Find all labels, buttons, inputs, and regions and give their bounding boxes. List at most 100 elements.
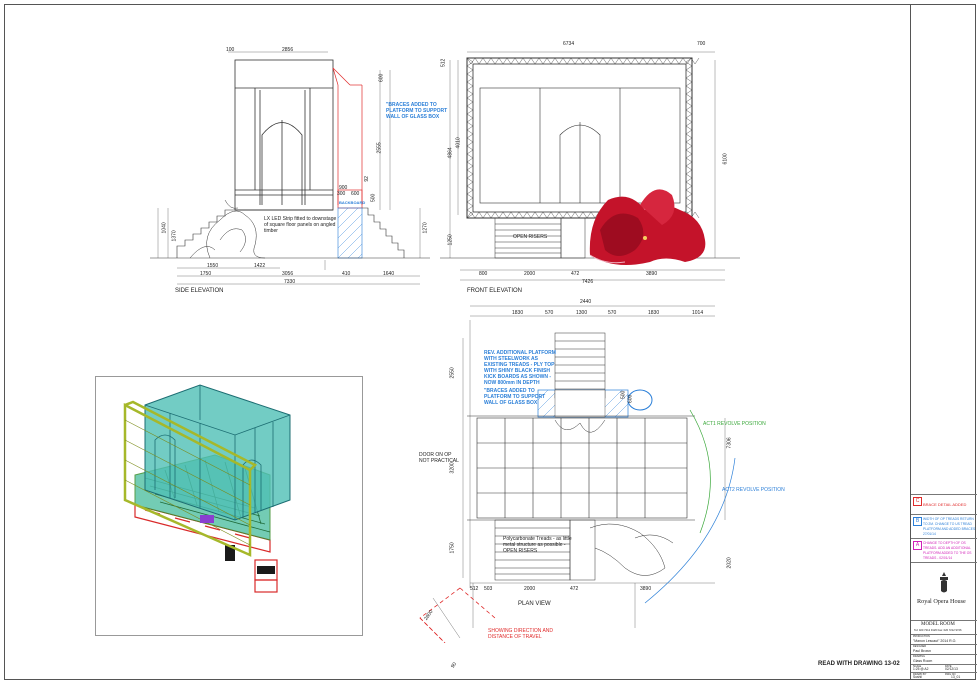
revision-a-text-1: CHANGE TO DEPTH OF OS <box>923 541 966 545</box>
revision-row-a: A CHANGE TO DEPTH OF OS TREADS. ADD AN A… <box>911 538 977 562</box>
footer-read-with-note: READ WITH DRAWING 13-02 <box>818 661 900 667</box>
department-contact: Tel: 020 7212 9126 Fax: 020 7212 9726 <box>914 629 962 632</box>
revision-b-text-4: 27/01/14 <box>923 532 936 536</box>
front-dim-left-2: 4010 <box>455 137 462 149</box>
plan-treads-note-2: metal structure as possible - <box>503 542 566 548</box>
side-dim-b2-2: 3056 <box>282 271 294 277</box>
plan-dim-top-3: 1300 <box>576 310 588 316</box>
side-led-note-2: of square floor panels on angled <box>264 222 336 228</box>
side-dim-b1-2: 1422 <box>254 263 266 269</box>
plan-door-note-1: DOOR ON OP <box>419 452 452 458</box>
plan-travel-note-1: SHOWING DIRECTION AND <box>488 628 554 634</box>
drawn-by-value: Sushil <box>913 675 922 679</box>
act1-revolve-label: ACT1 REVOLVE POSITION <box>703 421 766 427</box>
plan-rev-note-6: NOW 800mm IN DEPTH <box>484 380 540 386</box>
revision-row-b: B WIDTH OF OP TREADS RETURN TO 2M. CHANG… <box>911 514 977 538</box>
date-value: 02/12/13 <box>945 667 958 671</box>
side-dim-right-2: 2555 <box>376 142 383 154</box>
plan-view-title: PLAN VIEW <box>518 601 551 607</box>
revision-letter-c: C <box>913 497 922 506</box>
side-dim-total: 7330 <box>284 279 296 285</box>
revision-row-c: C BRACE DETAIL ADDED <box>911 494 977 514</box>
drawing-number-value: 13_01 <box>951 675 961 679</box>
plan-dim-b3: 2000 <box>524 586 536 592</box>
plan-dim-b1: 512 <box>470 586 479 592</box>
front-dim-right: 6100 <box>722 153 729 165</box>
revision-a-text-2: TREADS. ADD AN ADDITIONAL <box>923 546 971 550</box>
production-value: "Manon Lescaut" 2014 R.O. <box>913 639 957 643</box>
plan-dim-b5: 3890 <box>640 586 652 592</box>
side-dim-top-left: 100 <box>226 47 235 53</box>
side-dim-b1-1: 1550 <box>207 263 219 269</box>
revision-a-text-4: TREADS - 02/01/14 <box>923 556 953 560</box>
department-name: MODEL ROOM <box>921 622 955 627</box>
side-dim-b2-4: 1640 <box>383 271 395 277</box>
drawn-number-row: DRAWN BY Sushil DWG NO 13_01 <box>911 672 977 680</box>
drawing-label: DRAWING <box>913 655 925 658</box>
plan-rev-note-5: KICK BOARDS AS SHOWN - <box>484 374 552 380</box>
side-braces-note-3: WALL OF GLASS BOX <box>386 114 440 120</box>
plan-dim-top-4: 570 <box>608 310 617 316</box>
plan-dim-right-1: 7306 <box>726 437 733 449</box>
side-led-note-1: LX LED Strip fitted to downstage <box>264 216 337 222</box>
plan-rev-note-2: WITH STEELWORK AS <box>484 356 538 362</box>
front-dim-left-3: 4864 <box>447 147 454 159</box>
plan-dim-top-2: 570 <box>545 310 554 316</box>
revision-c-text: BRACE DETAIL ADDED <box>923 502 967 507</box>
side-led-note-3: timber <box>264 228 278 234</box>
plan-dim-b2: 503 <box>484 586 493 592</box>
side-braces-note-1: "BRACES ADDED TO <box>386 102 437 108</box>
side-dim-right-low: 1270 <box>422 222 429 234</box>
side-dim-left-2: 1370 <box>171 230 178 242</box>
plan-dim-top-5: 1830 <box>648 310 660 316</box>
production-row: PRODUCTION "Manon Lescaut" 2014 R.O. <box>911 634 977 644</box>
plan-dim-top-1: 1830 <box>512 310 524 316</box>
revision-letter-a: A <box>913 541 922 550</box>
logo-row: Royal Opera House <box>911 562 977 620</box>
side-dim-b2-3: 410 <box>342 271 351 277</box>
designer-row: DESIGNER Paul Brown <box>911 644 977 654</box>
side-braces-note-2: PLATFORM TO SUPPORT <box>386 108 448 114</box>
royal-opera-house-logo: Royal Opera House <box>917 598 966 605</box>
drawing-sheet-border <box>4 4 976 680</box>
isometric-view-frame <box>95 376 363 636</box>
drawing-number-label: DWG NO <box>945 673 956 676</box>
drawing-row: DRAWING Glass Room <box>911 654 977 664</box>
plan-dim-right-2: 2020 <box>726 557 733 569</box>
revision-b-text-1: WIDTH OF OP TREADS RETURN <box>923 517 974 521</box>
plan-small-dim-2: 600 <box>627 394 634 404</box>
designer-value: Paul Brown <box>913 649 931 653</box>
side-dim-right-1: 600 <box>378 73 385 83</box>
royal-crest-icon <box>940 572 948 593</box>
side-dim-right-3: 92 <box>363 176 370 182</box>
plan-dim-top-6: 1014 <box>692 310 704 316</box>
front-risers-label: OPEN RISERS <box>513 234 548 240</box>
plan-dim-top-total: 2440 <box>580 299 592 305</box>
scale-date-row: SCALE 1:25 @ A2 DATE 02/12/13 <box>911 664 977 672</box>
plan-braces-note-1: "BRACES ADDED TO <box>484 388 535 394</box>
front-dim-left-4: 1250 <box>447 234 454 246</box>
revision-b-text-3: PLATFORM AND ADDED BRACES <box>923 527 976 531</box>
front-dim-top-2: 700 <box>697 41 706 47</box>
plan-treads-note-1: Polycarbonate Treads - as little <box>503 536 572 542</box>
side-small-dim-4: 500 <box>370 193 377 203</box>
front-dim-b4: 3890 <box>646 271 658 277</box>
plan-rev-note-3: EXISTING TREADS - PLY TOP <box>484 362 555 368</box>
plan-dim-b4: 472 <box>570 586 579 592</box>
side-dim-b2-1: 1750 <box>200 271 212 277</box>
drawn-by-label: DRAWN BY <box>913 673 927 676</box>
side-small-dim-2: 300 <box>337 191 346 197</box>
act2-revolve-label: ACT2 REVOLVE POSITION <box>722 487 785 493</box>
side-backboard-label: BACKBOARD <box>339 200 366 205</box>
designer-label: DESIGNER <box>913 645 927 648</box>
department-row: MODEL ROOM Tel: 020 7212 9126 Fax: 020 7… <box>911 620 977 634</box>
plan-rev-note-4: WITH SHINY BLACK FINISH <box>484 368 551 374</box>
scale-label: SCALE <box>913 665 922 668</box>
plan-travel-note-2: DISTANCE OF TRAVEL <box>488 634 542 640</box>
side-small-dim-3: 600 <box>351 191 360 197</box>
production-label: PRODUCTION <box>913 635 930 638</box>
plan-rev-note-1: REV. ADDITIONAL PLATFORM <box>484 350 556 356</box>
plan-braces-note-3: WALL OF GLASS BOX <box>484 400 538 406</box>
drawing-value: Glass Room <box>913 659 933 663</box>
plan-treads-note-3: OPEN RISERS <box>503 548 538 554</box>
